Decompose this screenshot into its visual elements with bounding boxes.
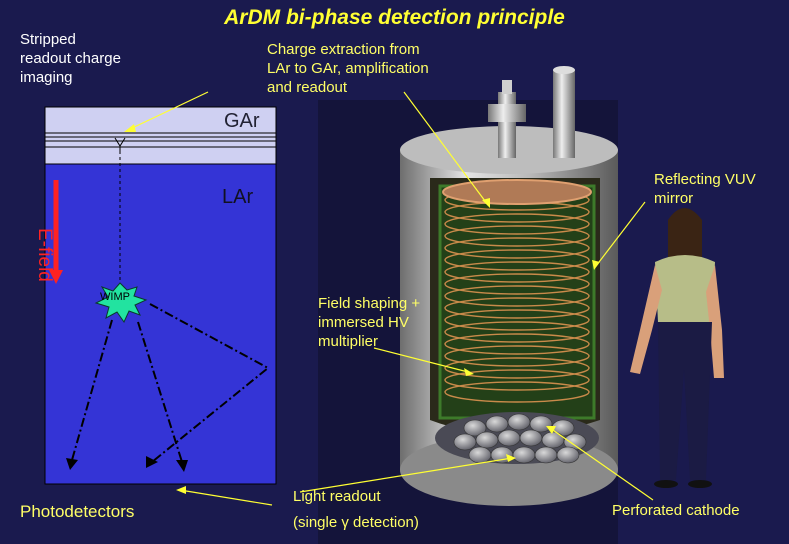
- pointer-lines: [127, 91, 654, 506]
- field-shaping-label: Field shaping + immersed HV multiplier: [318, 295, 421, 350]
- stripped-readout-label: Stripped readout charge imaging: [20, 31, 121, 86]
- reflecting-vuv-label: Reflecting VUV mirror: [654, 171, 756, 207]
- valve-handle: [502, 80, 512, 94]
- top-pipe-small: [498, 92, 516, 158]
- avalanche-mark: [114, 137, 126, 152]
- efield-label: E-field: [34, 228, 55, 282]
- top-pipe-large-cap: [553, 66, 575, 74]
- wimp-burst: [94, 282, 148, 324]
- human-figure: [630, 208, 724, 488]
- page-title: ArDM bi-phase detection principle: [224, 6, 565, 29]
- valve-body: [488, 104, 526, 122]
- readout-strips: [45, 132, 276, 148]
- top-pipe-large: [553, 70, 575, 158]
- photon-tracks: [71, 303, 270, 463]
- gar-label: GAr: [224, 110, 260, 132]
- light-readout-label: Light readout (single γ detection): [293, 488, 419, 531]
- efield-arrowhead: [49, 270, 63, 284]
- charge-readout-plate: [442, 179, 592, 205]
- pointer-arrowheads: [124, 124, 600, 494]
- gar-region: [44, 106, 277, 165]
- perforated-cathode-label: Perforated cathode: [612, 502, 740, 519]
- photodetectors-label: Photodetectors: [20, 502, 135, 521]
- lar-label: LAr: [222, 186, 254, 208]
- lar-region: [44, 163, 277, 485]
- pmt-array: [453, 413, 587, 464]
- charge-extraction-label: Charge extraction from LAr to GAr, ampli…: [267, 41, 429, 96]
- photon-arrowheads: [66, 456, 188, 472]
- wimp-label: WIMP: [100, 291, 130, 303]
